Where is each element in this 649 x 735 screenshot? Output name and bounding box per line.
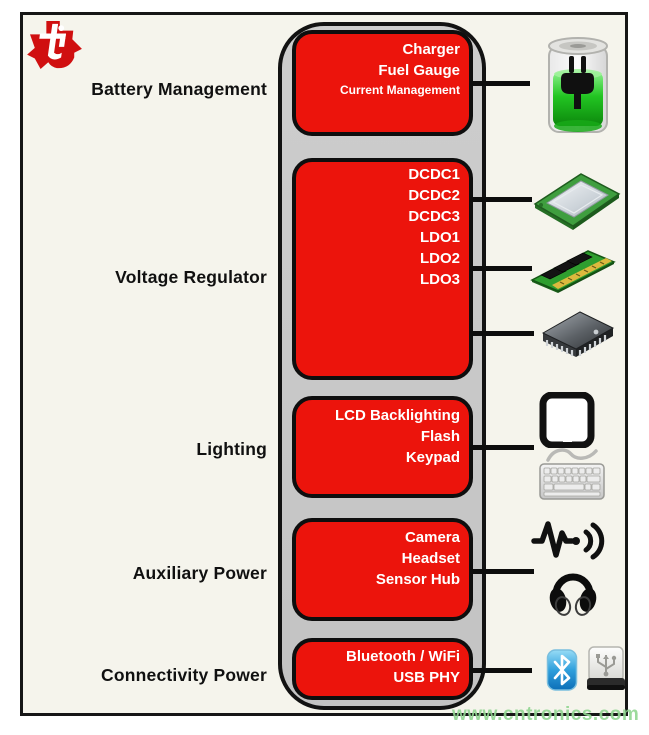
cpu-icon [527, 164, 625, 234]
block-auxiliary-power: Camera Headset Sensor Hub [292, 518, 473, 621]
section-label-auxiliary-power: Auxiliary Power [132, 563, 267, 583]
block-item: DCDC2 [408, 187, 460, 204]
block-item: Headset [401, 550, 460, 567]
ram-icon [530, 243, 616, 297]
connector-line [470, 266, 532, 271]
block-voltage-regulator: DCDC1 DCDC2 DCDC3 LDO1 LDO2 LDO3 [292, 158, 473, 380]
microcontroller-icon [533, 304, 621, 366]
battery-charging-icon [536, 34, 620, 144]
keyboard-icon [538, 444, 606, 502]
block-item: Camera [404, 529, 460, 546]
block-battery-management: Charger Fuel Gauge Current Management [292, 30, 473, 136]
block-item: LDO1 [419, 229, 460, 246]
usb-drive-icon [584, 645, 628, 693]
section-label-voltage-regulator: Voltage Regulator [115, 267, 267, 287]
block-item: Current Management [339, 83, 460, 97]
block-item: Bluetooth / WiFi [345, 648, 460, 665]
block-item: DCDC3 [408, 208, 460, 225]
block-item: DCDC1 [408, 166, 460, 183]
connector-line [470, 569, 534, 574]
block-lighting: LCD Backlighting Flash Keypad [292, 396, 473, 498]
audio-signal-icon [530, 514, 606, 566]
block-item: LCD Backlighting [334, 407, 460, 424]
block-item: Charger [402, 41, 460, 58]
connector-line [470, 81, 530, 86]
block-connectivity-power: Bluetooth / WiFi USB PHY [292, 638, 473, 700]
block-item: Keypad [405, 449, 460, 466]
block-item: Sensor Hub [375, 571, 460, 588]
section-label-lighting: Lighting [196, 439, 267, 459]
block-item: USB PHY [393, 669, 460, 686]
block-item: Flash [420, 428, 460, 445]
connector-line [470, 197, 532, 202]
block-item: LDO3 [419, 271, 460, 288]
connector-line [470, 445, 534, 450]
block-item: LDO2 [419, 250, 460, 267]
tablet-display-icon [539, 392, 595, 448]
bluetooth-icon [546, 648, 578, 692]
connector-line [470, 668, 532, 673]
section-label-connectivity-power: Connectivity Power [101, 665, 267, 685]
section-label-battery-management: Battery Management [91, 79, 267, 99]
ti-logo-icon [26, 20, 84, 70]
power-blocks-pillar: Charger Fuel Gauge Current Management DC… [278, 22, 486, 710]
block-item: Fuel Gauge [378, 62, 460, 79]
headphones-icon [547, 562, 599, 618]
connector-line [470, 331, 534, 336]
watermark-text: www.cntronics.com [452, 704, 640, 725]
